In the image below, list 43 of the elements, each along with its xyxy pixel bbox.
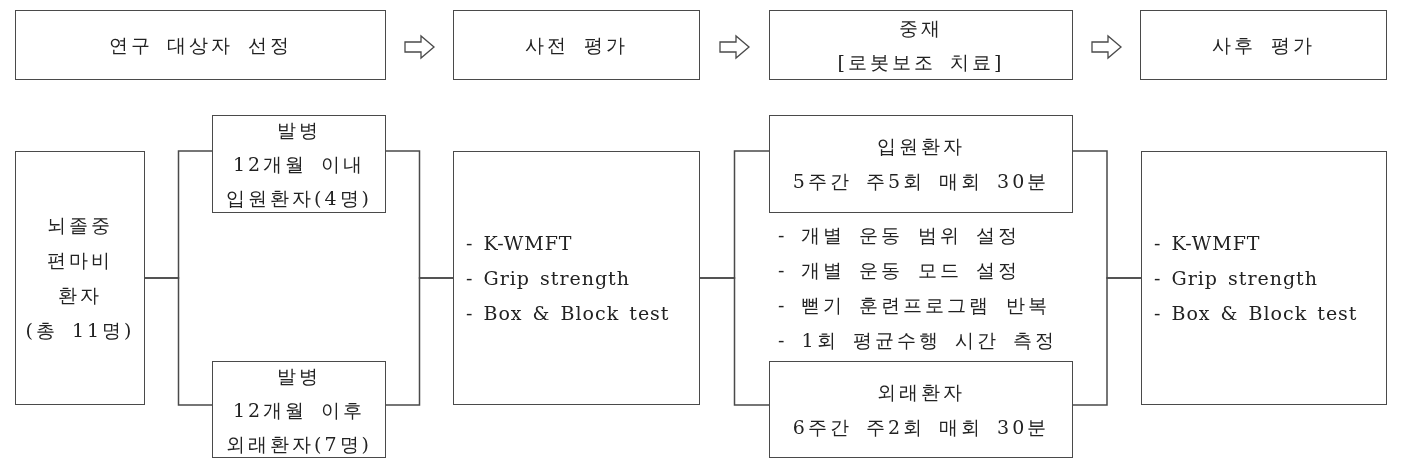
flow-arrow [404,34,435,60]
stage-box [15,10,386,80]
connector-line [1072,277,1142,406]
intervention-item: - 개별 운동 모드 설정 [778,258,1021,283]
connector-line [385,277,454,406]
onset-label: 발병 [277,118,321,143]
stage-title: [로봇보조 치료] [837,50,1005,75]
intervention-item: - 1회 평균수행 시간 측정 [778,328,1057,353]
session-box [769,115,1073,213]
intervention-item: - 개별 운동 범위 설정 [778,223,1021,248]
stage-box [1140,10,1387,80]
stage-title: 사후 평가 [1212,33,1315,58]
participant-box [15,151,145,405]
connector-line [144,277,213,406]
assessment-item: - Grip strength [1154,265,1318,291]
assessment-item: - Grip strength [466,265,630,291]
assessment-item: - Box & Block test [1154,300,1358,326]
stage-box [453,10,700,80]
schedule-text: 6주간 주2회 매회 30분 [792,414,1050,440]
patient-type-label: 입원환자 [877,134,965,159]
subgroup-label: 12개월 이내 입원환자(4명) [225,152,373,211]
subgroup-box [212,361,386,458]
patient-type-label: 외래환자 [877,379,965,405]
assessment-box [1141,151,1387,405]
subgroup-box [212,115,386,213]
participant-count: (총 11명) [25,318,135,343]
onset-label: 발병 [277,363,321,389]
flow-arrow [1091,34,1122,60]
connector-line [699,277,770,406]
stage-box [769,10,1073,80]
assessment-item: - Box & Block test [466,300,670,326]
participant-label: 뇌졸중 편마비 환자 [46,213,114,308]
assessment-item: - K-WMFT [466,230,573,256]
assessment-box [453,151,700,405]
session-box [769,361,1073,458]
assessment-item: - K-WMFT [1154,230,1261,256]
stage-title: 연구 대상자 선정 [109,33,292,58]
intervention-item: - 뻗기 훈련프로그램 반복 [778,293,1051,318]
flow-arrow [719,34,750,60]
stage-title: 중재 [899,16,943,41]
stage-title: 사전 평가 [525,33,628,58]
subgroup-label: 12개월 이후 외래환자(7명) [225,397,373,457]
schedule-text: 5주간 주5회 매회 30분 [792,169,1050,194]
